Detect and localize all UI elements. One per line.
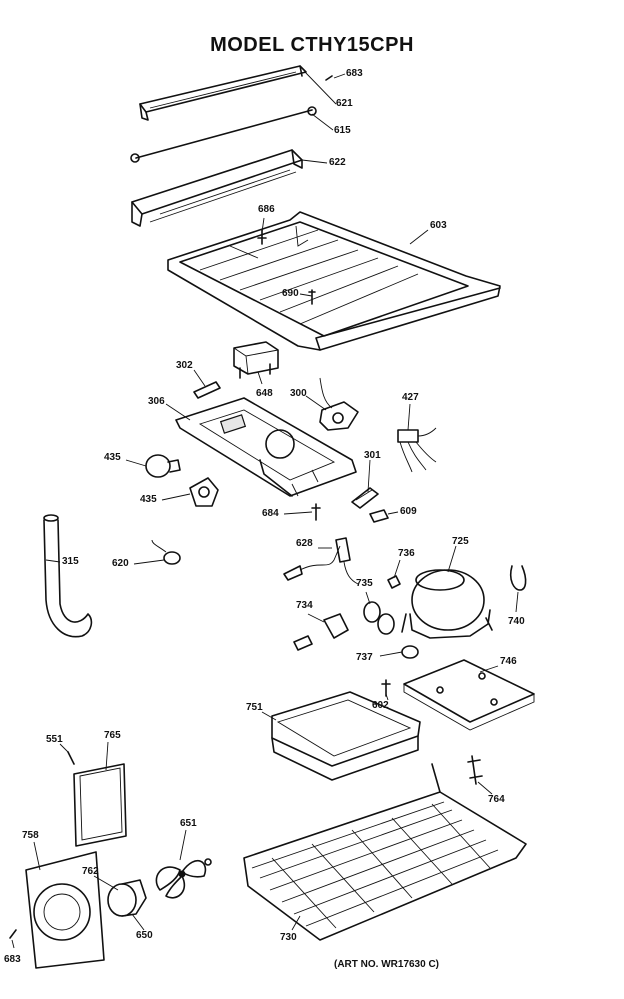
callout-758: 758 xyxy=(22,830,39,841)
part-602-screw xyxy=(381,679,391,697)
part-740-clip xyxy=(509,565,527,591)
callout-306: 306 xyxy=(148,396,165,407)
callout-302: 302 xyxy=(176,360,193,371)
part-736-clip xyxy=(387,575,401,589)
part-603-shelf xyxy=(167,211,501,351)
callout-551: 551 xyxy=(46,734,63,745)
part-735-relay xyxy=(363,601,395,635)
part-620-capacitor xyxy=(151,539,181,565)
callout-609: 609 xyxy=(400,506,417,517)
part-686-screw xyxy=(257,229,267,245)
callout-621: 621 xyxy=(336,98,353,109)
callout-427: 427 xyxy=(402,392,419,403)
part-758-fan-housing xyxy=(25,851,105,969)
part-690-clip xyxy=(308,289,316,305)
part-725-compressor xyxy=(401,569,493,639)
callout-315: 315 xyxy=(62,556,79,567)
callout-683-b: 683 xyxy=(4,954,21,965)
part-746-base xyxy=(403,659,535,731)
part-751-pan xyxy=(271,691,421,781)
part-648-control xyxy=(233,341,279,379)
part-621-trim xyxy=(139,65,307,121)
part-765-shroud xyxy=(73,763,127,847)
part-651-fan-blade xyxy=(155,858,212,899)
callout-683: 683 xyxy=(346,68,363,79)
callout-684: 684 xyxy=(262,508,279,519)
part-301-switch xyxy=(351,487,379,509)
callout-435-b: 435 xyxy=(140,494,157,505)
callout-686: 686 xyxy=(258,204,275,215)
callout-615: 615 xyxy=(334,125,351,136)
callout-648: 648 xyxy=(256,388,273,399)
callout-735: 735 xyxy=(356,578,373,589)
part-628-cord xyxy=(283,537,359,585)
page-title: MODEL CTHY15CPH xyxy=(210,34,414,56)
part-302-tube xyxy=(193,381,221,399)
leader-lines xyxy=(11,71,519,949)
callout-725: 725 xyxy=(452,536,469,547)
callout-650: 650 xyxy=(136,930,153,941)
part-615-rod xyxy=(130,106,317,163)
callout-762: 762 xyxy=(82,866,99,877)
art-number: (ART NO. WR17630 C) xyxy=(334,959,440,970)
part-609-grommet xyxy=(369,509,389,523)
part-737-grommet xyxy=(401,645,419,659)
part-764-screw xyxy=(467,755,483,785)
callout-300: 300 xyxy=(290,388,307,399)
callout-690: 690 xyxy=(282,288,299,299)
callout-734: 734 xyxy=(296,600,313,611)
callout-622: 622 xyxy=(329,157,346,168)
part-683-screw xyxy=(9,929,17,939)
callout-301: 301 xyxy=(364,450,381,461)
part-683-screw-top xyxy=(325,75,333,81)
part-551-screw xyxy=(67,751,75,765)
callout-746: 746 xyxy=(500,656,517,667)
part-734-overload xyxy=(293,613,349,651)
part-435-bulb xyxy=(145,454,181,478)
part-684-screw xyxy=(311,503,321,521)
callout-737: 737 xyxy=(356,652,373,663)
callout-620: 620 xyxy=(112,558,129,569)
callout-435-a: 435 xyxy=(104,452,121,463)
part-306-housing xyxy=(175,397,357,497)
callout-603: 603 xyxy=(430,220,447,231)
callout-730: 730 xyxy=(280,932,297,943)
callout-751: 751 xyxy=(246,702,263,713)
callout-740: 740 xyxy=(508,616,525,627)
part-650-motor xyxy=(107,879,147,917)
part-300-thermostat xyxy=(319,377,359,431)
callout-602: 602 xyxy=(372,700,389,711)
part-622-channel xyxy=(131,149,303,227)
part-435-socket xyxy=(189,477,219,507)
part-427-harness xyxy=(397,427,437,473)
callout-628: 628 xyxy=(296,538,313,549)
part-730-condenser xyxy=(243,763,527,941)
part-315-drain-tube xyxy=(43,519,93,638)
callout-651: 651 xyxy=(180,818,197,829)
callout-764: 764 xyxy=(488,794,505,805)
callout-765: 765 xyxy=(104,730,121,741)
callout-736: 736 xyxy=(398,548,415,559)
